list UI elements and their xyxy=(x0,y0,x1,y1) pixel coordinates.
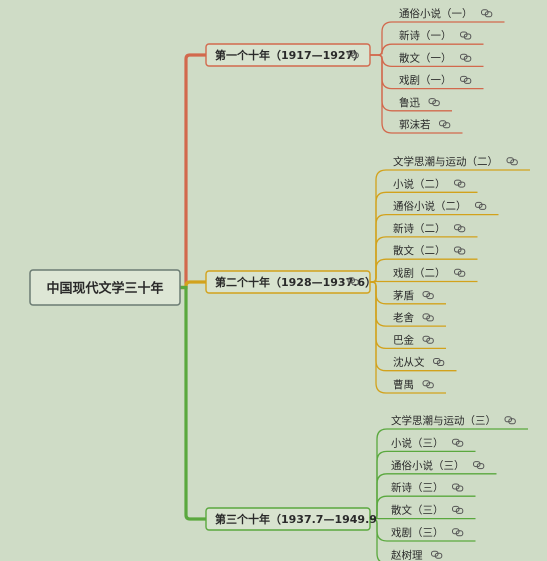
branch-label: 第三个十年（1937.7—1949.9 xyxy=(215,512,377,526)
leaf-node[interactable]: 散文（三） xyxy=(391,504,444,517)
link-icon[interactable] xyxy=(431,550,443,559)
link-icon[interactable] xyxy=(454,268,466,277)
root-label: 中国现代文学三十年 xyxy=(46,281,163,297)
branch-connector xyxy=(180,53,206,290)
link-icon[interactable] xyxy=(506,157,518,166)
leaf-node[interactable]: 散文（二） xyxy=(393,244,446,257)
leaf-label: 文学思潮与运动（三） xyxy=(391,414,496,427)
link-icon[interactable] xyxy=(347,50,359,59)
leaf-label: 戏剧（三） xyxy=(391,527,444,539)
leaf-node[interactable]: 小说（二） xyxy=(393,177,446,190)
leaf-label: 通俗小说（一） xyxy=(399,7,473,20)
link-icon[interactable] xyxy=(481,9,493,18)
leaf-node[interactable]: 巴金 xyxy=(393,333,414,346)
leaf-node[interactable]: 曹禺 xyxy=(393,378,414,391)
leaf-label: 沈从文 xyxy=(393,356,425,369)
leaf-node[interactable]: 赵树理 xyxy=(391,548,423,561)
leaf-label: 通俗小说（三） xyxy=(391,459,465,472)
leaf-connector xyxy=(370,518,381,561)
leaf-node[interactable]: 文学思潮与运动（二） xyxy=(393,155,498,168)
link-icon[interactable] xyxy=(347,277,359,286)
link-icon[interactable] xyxy=(460,53,472,62)
link-icon[interactable] xyxy=(454,246,466,255)
leaf-label: 赵树理 xyxy=(391,548,423,561)
leaf-node[interactable]: 鲁迅 xyxy=(399,96,420,109)
link-icon[interactable] xyxy=(433,358,445,367)
leaf-label: 散文（二） xyxy=(393,244,446,257)
link-icon[interactable] xyxy=(454,179,466,188)
leaf-label: 鲁迅 xyxy=(399,96,420,109)
link-icon[interactable] xyxy=(452,438,464,447)
link-icon[interactable] xyxy=(439,120,451,129)
leaf-label: 茅盾 xyxy=(393,290,414,302)
leaf-label: 文学思潮与运动（二） xyxy=(393,155,498,168)
leaf-node[interactable]: 沈从文 xyxy=(393,356,425,369)
leaf-node[interactable]: 散文（一） xyxy=(399,51,452,64)
branch-connector xyxy=(180,285,206,521)
branch-label: 第一个十年（1917—1927） xyxy=(215,48,364,62)
branch-node[interactable]: 第一个十年（1917—1927） xyxy=(205,43,371,67)
leaf-node[interactable]: 戏剧（一） xyxy=(399,75,452,87)
leaf-label: 戏剧（二） xyxy=(393,268,446,280)
leaf-label: 散文（一） xyxy=(399,51,452,64)
leaf-node[interactable]: 通俗小说（三） xyxy=(391,459,465,472)
leaf-node[interactable]: 小说（三） xyxy=(391,436,444,449)
link-icon[interactable] xyxy=(454,224,466,233)
leaf-label: 新诗（一） xyxy=(399,29,452,42)
leaf-label: 戏剧（一） xyxy=(399,75,452,87)
leaf-node[interactable]: 老舍 xyxy=(393,311,414,324)
leaf-node[interactable]: 郭沫若 xyxy=(399,118,431,131)
leaf-label: 曹禺 xyxy=(393,378,414,391)
link-icon[interactable] xyxy=(452,505,464,514)
link-icon[interactable] xyxy=(422,380,434,389)
leaf-node[interactable]: 新诗（三） xyxy=(391,481,444,494)
leaf-label: 通俗小说（二） xyxy=(393,200,467,213)
leaf-label: 散文（三） xyxy=(391,504,444,517)
link-icon[interactable] xyxy=(422,313,434,322)
leaf-label: 新诗（三） xyxy=(391,481,444,494)
link-icon[interactable] xyxy=(475,201,487,210)
link-icon[interactable] xyxy=(452,483,464,492)
branch-label: 第二个十年（1928—1937.6） xyxy=(215,275,376,289)
link-icon[interactable] xyxy=(452,528,464,537)
link-icon[interactable] xyxy=(422,291,434,300)
leaf-node[interactable]: 文学思潮与运动（三） xyxy=(391,414,496,427)
leaf-label: 郭沫若 xyxy=(399,118,431,131)
leaf-node[interactable]: 通俗小说（二） xyxy=(393,200,467,213)
leaf-node[interactable]: 新诗（一） xyxy=(399,29,452,42)
link-icon[interactable] xyxy=(460,75,472,84)
leaf-node[interactable]: 茅盾 xyxy=(393,290,414,302)
leaf-label: 小说（三） xyxy=(391,436,444,449)
leaf-label: 老舍 xyxy=(393,311,414,324)
leaf-node[interactable]: 通俗小说（一） xyxy=(399,7,473,20)
leaf-node[interactable]: 新诗（二） xyxy=(393,222,446,235)
leaf-label: 巴金 xyxy=(393,333,414,346)
leaf-label: 新诗（二） xyxy=(393,222,446,235)
leaf-connector xyxy=(370,281,446,394)
branch-node[interactable]: 第二个十年（1928—1937.6） xyxy=(205,270,376,294)
link-icon[interactable] xyxy=(460,31,472,40)
leaf-label: 小说（二） xyxy=(393,177,446,190)
branch-node[interactable]: 第三个十年（1937.7—1949.9 xyxy=(205,507,377,531)
leaf-node[interactable]: 戏剧（二） xyxy=(393,268,446,280)
leaf-connector xyxy=(370,54,463,134)
link-icon[interactable] xyxy=(504,416,516,425)
link-icon[interactable] xyxy=(422,335,434,344)
link-icon[interactable] xyxy=(428,98,440,107)
root-node[interactable]: 中国现代文学三十年 xyxy=(29,269,181,306)
leaf-node[interactable]: 戏剧（三） xyxy=(391,527,444,539)
link-icon[interactable] xyxy=(473,461,485,470)
